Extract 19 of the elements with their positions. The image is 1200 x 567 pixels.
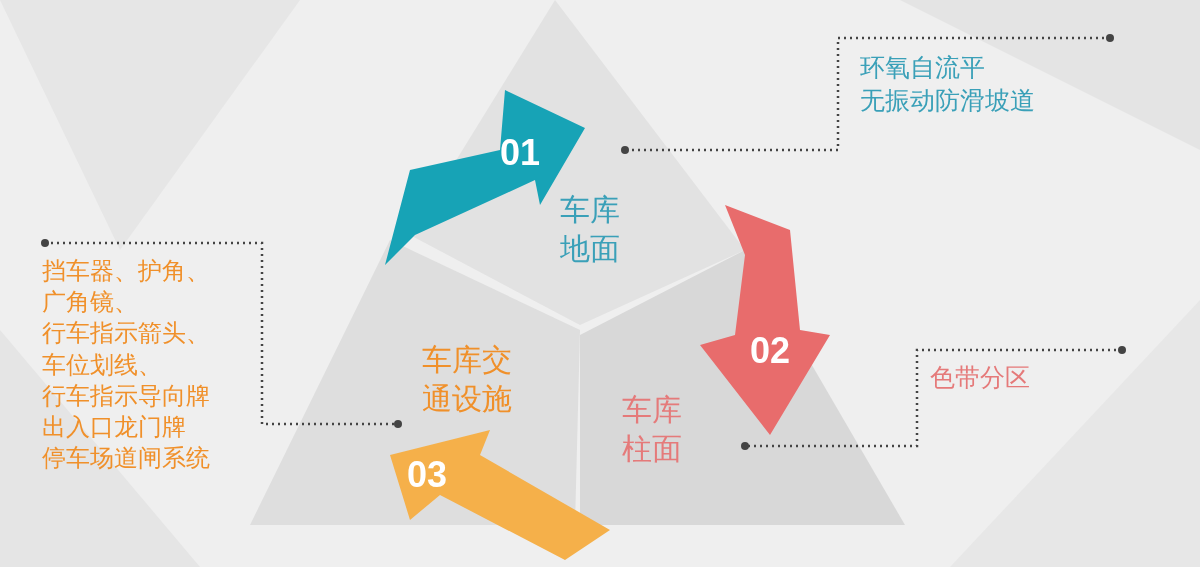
item-text: 色带分区 xyxy=(930,362,1031,394)
item-text: 停车场道闸系统 xyxy=(42,443,211,475)
item-text: 出入口龙门牌 xyxy=(42,412,187,443)
step-number: 03 xyxy=(407,453,449,497)
step-number: 02 xyxy=(750,329,792,373)
item-text: 行车指示箭头、 xyxy=(42,318,211,350)
item-text: 挡车器、护角、 xyxy=(42,256,211,287)
leader-line xyxy=(621,34,1114,154)
leader-line xyxy=(741,346,1126,450)
item-text: 行车指示导向牌 xyxy=(42,380,211,412)
item-text: 广角镜、 xyxy=(42,287,139,319)
segment-label: 车库柱面 xyxy=(622,391,683,468)
item-text: 环氧自流平 xyxy=(860,52,986,84)
segment-label: 车库地面 xyxy=(560,191,621,268)
step-number: 01 xyxy=(500,131,542,175)
leader-line xyxy=(41,239,402,428)
segment-label: 车库交通设施 xyxy=(422,341,513,418)
item-text: 车位划线、 xyxy=(42,349,163,381)
item-text: 无振动防滑坡道 xyxy=(860,84,1036,117)
